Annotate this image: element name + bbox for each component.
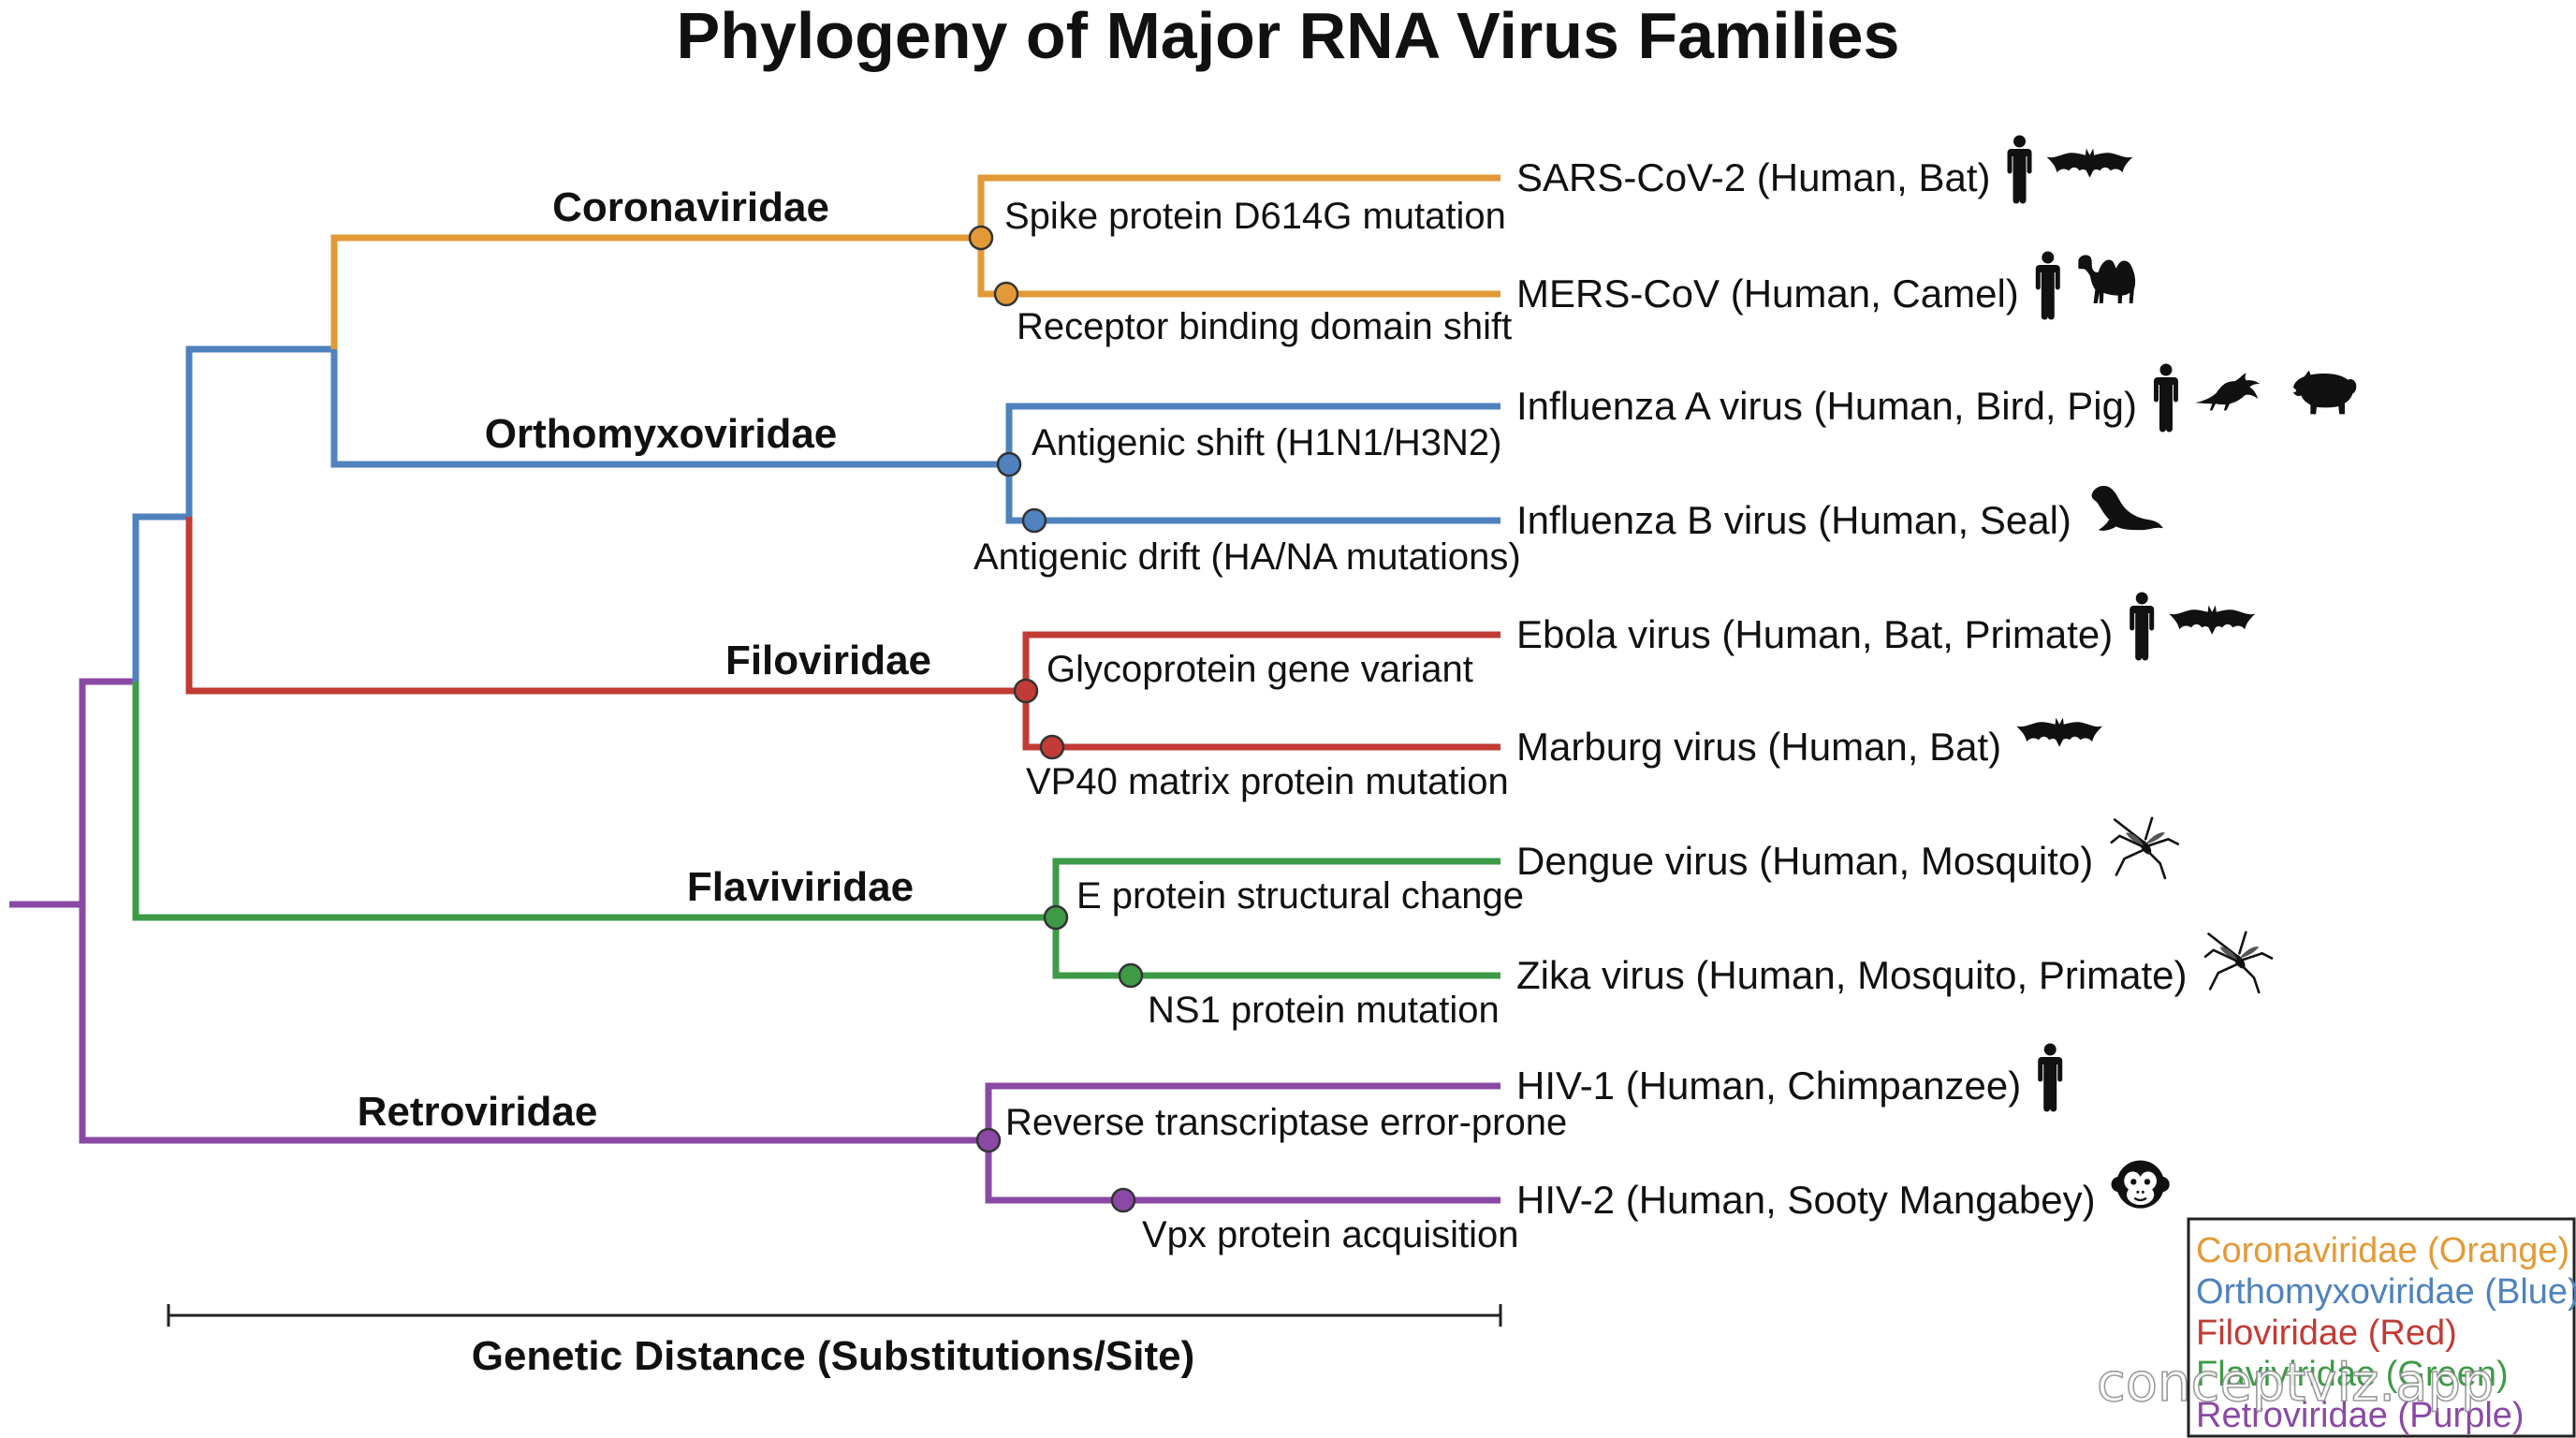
retroviridae-leaf-2: HIV-2 (Human, Sooty Mangabey): [1516, 1178, 2096, 1222]
flaviviridae-label: Flaviviridae: [687, 864, 914, 910]
legend-item: Coronaviridae (Orange): [2196, 1231, 2569, 1270]
retroviridae-branch-2: [985, 1140, 1500, 1204]
flaviviridae-branch-1: [1052, 858, 1500, 917]
bat-icon: [2169, 605, 2256, 635]
coronaviridae-stem: [330, 234, 981, 349]
mosquito-icon: [2110, 816, 2180, 880]
legend: Coronaviridae (Orange)Orthomyxoviridae (…: [2187, 1217, 2576, 1438]
camel-icon: [2078, 255, 2136, 303]
legend-item: Flaviviridae (Green): [2196, 1355, 2509, 1394]
filoviridae-branch-2: [1022, 691, 1500, 751]
filoviridae-leaf-1: Ebola virus (Human, Bat, Primate): [1516, 612, 2113, 656]
coronaviridae-leaf-2: MERS-CoV (Human, Camel): [1516, 271, 2019, 315]
coronaviridae-branch-1: [977, 174, 1500, 238]
orthomyxoviridae-leaf-2: Influenza B virus (Human, Seal): [1516, 498, 2071, 542]
filoviridae-mutation-1: Glycoprotein gene variant: [1046, 649, 1473, 690]
page-title: Phylogeny of Major RNA Virus Families: [677, 0, 1900, 72]
orthomyxoviridae-branch-2: [1005, 464, 1500, 524]
human-icon: [2153, 363, 2178, 433]
coronaviridae-mutation-2: Receptor binding domain shift: [1017, 306, 1512, 347]
retroviridae-leaf-1: HIV-1 (Human, Chimpanzee): [1516, 1064, 2021, 1108]
filoviridae-leaf-2: Marburg virus (Human, Bat): [1516, 725, 2001, 769]
flaviviridae-node-1: [1043, 904, 1069, 931]
tree-labels: Coronaviridae Spike protein D614G mutatio…: [358, 135, 2357, 1255]
legend-box: [2187, 1217, 2576, 1438]
mosquito-icon: [2203, 931, 2274, 994]
legend-item: Retroviridae (Purple): [2196, 1396, 2525, 1435]
retroviridae-stem: [79, 904, 988, 1144]
retroviridae-mutation-2: Vpx protein acquisition: [1142, 1214, 1518, 1255]
orthomyxoviridae-mutation-2: Antigenic drift (HA/NA mutations): [973, 536, 1521, 578]
flaviviridae-node-2: [1118, 962, 1144, 989]
retroviridae-node-2: [1110, 1187, 1136, 1213]
coronaviridae-node-1: [968, 225, 994, 251]
flaviviridae-mutation-1: E protein structural change: [1076, 875, 1524, 917]
human-icon: [2035, 251, 2060, 320]
orthomyxoviridae-mutation-1: Antigenic shift (H1N1/H3N2): [1032, 422, 1501, 463]
flaviviridae-stem: [132, 682, 1056, 921]
coronaviridae-mutation-1: Spike protein D614G mutation: [1004, 196, 1506, 237]
retroviridae-node-1: [975, 1127, 1002, 1153]
filoviridae-node-1: [1013, 678, 1039, 704]
human-icon: [2007, 135, 2032, 204]
filoviridae-stem: [185, 517, 1026, 695]
orthomyxoviridae-branch-1: [1005, 403, 1500, 464]
pig-icon: [2292, 370, 2357, 415]
seal-icon: [2091, 485, 2164, 531]
flaviviridae-leaf-2: Zika virus (Human, Mosquito, Primate): [1516, 953, 2188, 997]
orthomyxoviridae-node-1: [996, 451, 1022, 477]
bat-icon: [2046, 148, 2133, 178]
orthomyxoviridae-stem: [330, 349, 1009, 468]
retroviridae-mutation-1: Reverse transcriptase error-prone: [1005, 1102, 1567, 1143]
coronaviridae-branch-2: [977, 238, 1500, 298]
orthomyxo-corona-split: [185, 345, 334, 517]
legend-item: Filoviridae (Red): [2196, 1313, 2457, 1353]
retroviridae-branch-1: [985, 1082, 1500, 1140]
clade-split-upper: [132, 513, 189, 682]
tree-branches: [9, 174, 1500, 1204]
flaviviridae-branch-2: [1052, 917, 1500, 979]
bird-icon: [2194, 373, 2261, 411]
bat-icon: [2016, 717, 2103, 747]
orthomyxoviridae-leaf-1: Influenza A virus (Human, Bird, Pig): [1516, 384, 2137, 428]
monkey-icon: [2110, 1159, 2171, 1210]
human-icon: [2130, 592, 2155, 661]
human-icon: [2038, 1043, 2063, 1112]
filoviridae-node-2: [1039, 734, 1065, 760]
filoviridae-branch-1: [1022, 631, 1500, 691]
coronaviridae-node-2: [993, 281, 1019, 307]
distance-axis: Genetic Distance (Substitutions/Site): [167, 1304, 1502, 1379]
watermark: conceptviz.app: [2097, 1353, 2495, 1414]
legend-item: Orthomyxoviridae (Blue): [2196, 1272, 2576, 1312]
coronaviridae-leaf-1: SARS-CoV-2 (Human, Bat): [1516, 155, 1991, 199]
orthomyxoviridae-node-2: [1021, 507, 1047, 534]
flaviviridae-mutation-2: NS1 protein mutation: [1148, 990, 1500, 1031]
retroviridae-split-upper: [79, 678, 136, 904]
flaviviridae-leaf-1: Dengue virus (Human, Mosquito): [1516, 839, 2093, 883]
filoviridae-mutation-2: VP40 matrix protein mutation: [1026, 761, 1509, 802]
coronaviridae-label: Coronaviridae: [552, 184, 829, 230]
orthomyxoviridae-label: Orthomyxoviridae: [485, 411, 838, 457]
axis-label: Genetic Distance (Substitutions/Site): [472, 1333, 1195, 1379]
retroviridae-label: Retroviridae: [358, 1089, 598, 1135]
filoviridae-label: Filoviridae: [725, 638, 931, 683]
